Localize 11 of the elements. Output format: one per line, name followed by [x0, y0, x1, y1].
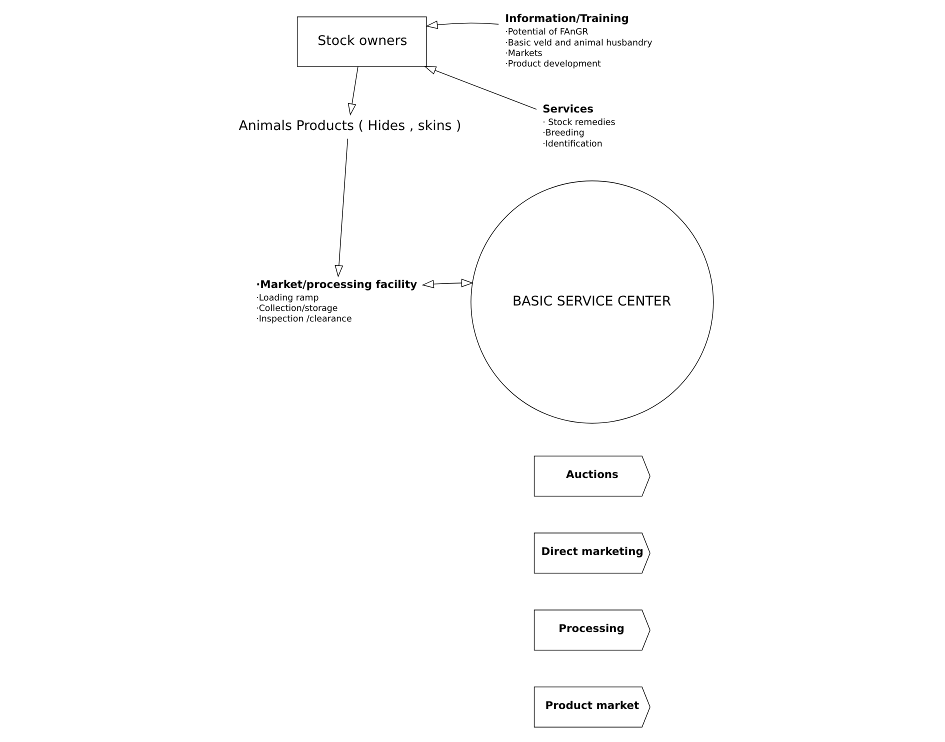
arrow — [334, 138, 348, 278]
node-circle: BASIC SERVICE CENTER — [470, 180, 714, 424]
node-text: ·Market/processing facility ·Loading ramp ·Collection/storage ·Inspection /clearance — [256, 278, 417, 325]
node-text: Animals Products ( Hides , skins ) — [238, 119, 461, 134]
arrow — [425, 20, 498, 29]
node-box: Stock owners — [296, 16, 426, 67]
node-text: Services · Stock remedies ·Breeding ·Identification — [542, 102, 615, 150]
arrow — [421, 278, 473, 288]
arrow — [347, 66, 358, 116]
node-text: Information/Training ·Potential of FAnGR ·Basic veld and animal husbandry ·Markets ·Product development — [504, 12, 652, 70]
arrow — [424, 66, 536, 110]
